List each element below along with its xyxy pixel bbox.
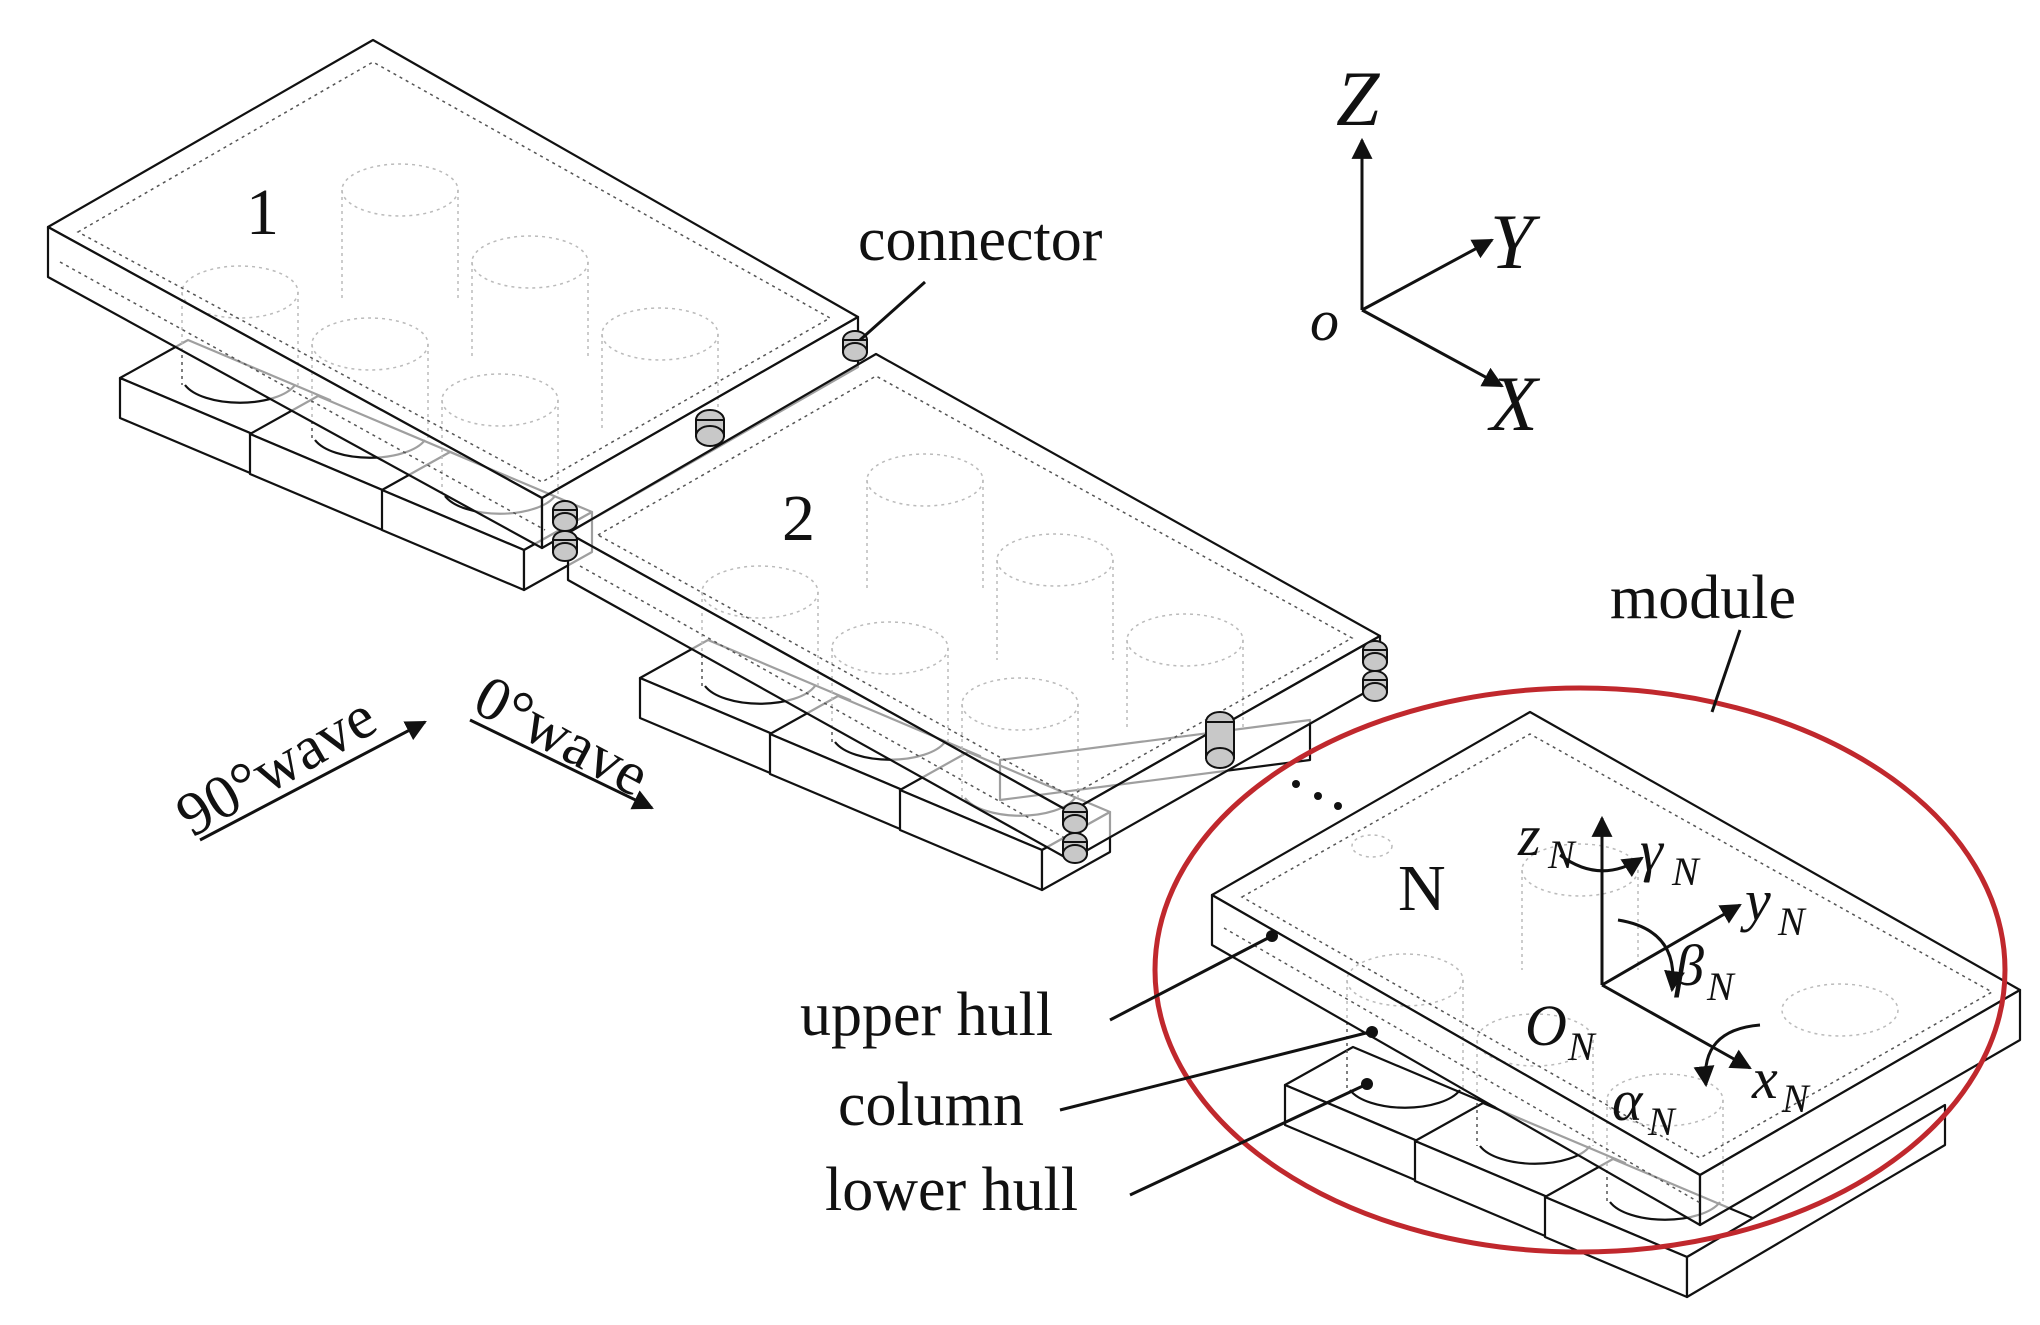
column-label: column (838, 1071, 1024, 1139)
module-2: 2 (566, 352, 1382, 892)
connector-label: connector (858, 206, 1103, 274)
global-axes: Z Y X o (1310, 55, 1541, 447)
local-alpha-arc (1693, 1023, 1761, 1088)
wave-90-label: 90°wave (165, 682, 387, 850)
lower-hull-label: lower hull (825, 1156, 1078, 1224)
global-x-axis (1361, 308, 1504, 388)
local-axes: z N γ N y N β N O N α N x N (1517, 803, 1811, 1144)
local-beta-arc (1617, 918, 1685, 993)
local-origin-label: O (1525, 993, 1567, 1058)
wave-90: 90°wave (165, 682, 427, 850)
global-z-label: Z (1336, 55, 1381, 142)
local-alpha-subscript: N (1647, 1099, 1677, 1144)
connector-8 (1062, 802, 1088, 834)
connector-leader (859, 280, 926, 342)
local-x-axis (1601, 983, 1752, 1070)
global-origin-label: o (1310, 288, 1339, 353)
global-x-label: X (1487, 360, 1541, 447)
connector-7 (1205, 711, 1235, 769)
wave-0-arrow (469, 718, 654, 810)
module-1-label: 1 (246, 176, 279, 249)
local-y-subscript: N (1777, 899, 1807, 944)
connector-4 (552, 530, 578, 562)
module-n-label: N (1398, 852, 1446, 925)
global-y-axis (1361, 238, 1494, 312)
local-origin-subscript: N (1567, 1024, 1597, 1069)
upper-hull-label: upper hull (800, 981, 1053, 1049)
local-x-label: x (1751, 1046, 1778, 1111)
connector-9 (1062, 832, 1088, 864)
connectors (552, 330, 1388, 864)
connector-1 (842, 330, 868, 362)
ellipsis-dots (1292, 780, 1342, 810)
column-dot (1366, 1026, 1378, 1038)
local-y-axis (1601, 903, 1742, 987)
local-beta-label: β (1674, 933, 1704, 998)
local-z-label: z (1517, 803, 1541, 868)
module-highlight-ellipse (1152, 685, 2008, 1255)
local-y-label: y (1740, 868, 1771, 933)
connector-2 (695, 409, 725, 447)
module-leader (1710, 629, 1742, 713)
module-n-lower-hulls (1283, 1045, 1947, 1299)
local-gamma-arc (1559, 853, 1644, 878)
wave-90-arrow (199, 720, 427, 842)
module-label: module (1610, 564, 1796, 632)
local-z-subscript: N (1547, 832, 1577, 877)
column-leader (1059, 1030, 1371, 1112)
wave-0: 0°wave (463, 662, 660, 810)
local-beta-subscript: N (1706, 964, 1736, 1009)
module-n-upper-hull (1210, 710, 2022, 1227)
upper-hull-leader (1109, 935, 1271, 1022)
module-n: N (1210, 710, 2022, 1299)
local-alpha-label: α (1612, 1068, 1644, 1133)
lower-hull-dot (1361, 1078, 1373, 1090)
connector-5 (1362, 640, 1388, 672)
local-gamma-subscript: N (1671, 849, 1701, 894)
wave-0-label: 0°wave (463, 662, 660, 810)
connector-3 (552, 500, 578, 532)
global-y-label: Y (1490, 198, 1541, 285)
local-x-subscript: N (1781, 1076, 1811, 1121)
local-gamma-label: γ (1640, 818, 1665, 883)
lower-hull-leader (1129, 1083, 1366, 1197)
connector-6 (1362, 670, 1388, 702)
upper-hull-dot (1266, 930, 1278, 942)
module-2-label: 2 (782, 482, 815, 555)
